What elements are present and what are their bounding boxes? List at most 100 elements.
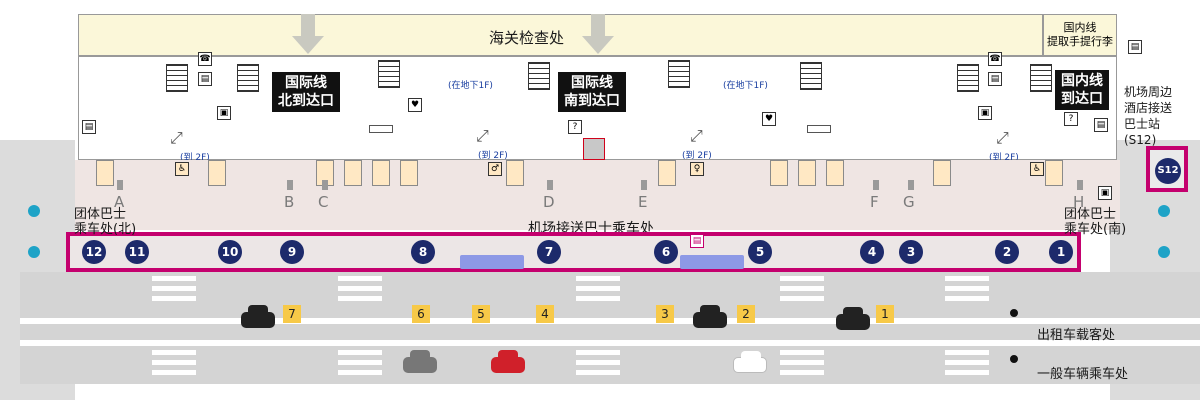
bus-stop-11[interactable]: 11 <box>125 240 149 264</box>
gate-h: H <box>1073 193 1085 211</box>
exit-intl-south[interactable]: 国际线 南到达口 <box>558 72 626 112</box>
bus-stop-12[interactable]: 12 <box>82 240 106 264</box>
group-bus-south-line1: 团体巴士 <box>1064 207 1117 222</box>
s12-stop-frame[interactable]: S12 <box>1146 146 1188 192</box>
escalator-icon: ⤢ <box>690 126 703 145</box>
exit-intl-north-line1: 国际线 <box>285 75 327 91</box>
gate-c: C <box>318 193 329 211</box>
atm-icon: ▣ <box>217 106 231 120</box>
domestic-claim-line2: 提取手提行李 <box>1047 35 1113 48</box>
staircase-icon <box>237 64 259 92</box>
escalator-to-2f-label: (到 2F) <box>989 153 1019 163</box>
phone-icon: ☎ <box>988 52 1002 66</box>
aed-icon: ♥ <box>408 98 422 112</box>
bus-stop-9[interactable]: 9 <box>280 240 304 264</box>
car-icon <box>733 351 767 373</box>
escalator-icon: ⤢ <box>170 128 183 147</box>
exit-domestic[interactable]: 国内线 到达口 <box>1055 70 1109 110</box>
staircase-icon <box>1030 64 1052 92</box>
crosswalk <box>152 350 196 380</box>
bus-icon <box>460 255 524 269</box>
restroom-icon: ♿ <box>1030 162 1044 176</box>
staircase-icon <box>800 62 822 90</box>
bus-stop-pole-icon <box>28 246 40 258</box>
locker-icon: ▤ <box>988 72 1002 86</box>
hotel-shuttle-line3: 巴士站 <box>1124 117 1161 131</box>
pillar <box>344 160 362 186</box>
exit-intl-north[interactable]: 国际线 北到达口 <box>272 72 340 112</box>
crosswalk <box>338 350 382 380</box>
gate-marker <box>287 180 293 190</box>
info-icon: ? <box>1064 112 1078 126</box>
bus-stop-pole-icon <box>1158 205 1170 217</box>
pillar <box>208 160 226 186</box>
bus-icon <box>680 255 744 269</box>
taxi-stand-4[interactable]: 4 <box>536 305 554 323</box>
lane-divider <box>20 318 1200 324</box>
pillar <box>1045 160 1063 186</box>
taxi-stand-2[interactable]: 2 <box>737 305 755 323</box>
bus-stop-2[interactable]: 2 <box>995 240 1019 264</box>
locker-icon: ▤ <box>82 120 96 134</box>
gate-marker <box>641 180 647 190</box>
restroom-icon: ♂ <box>488 162 502 176</box>
escalator-icon: ⤢ <box>996 128 1009 147</box>
group-bus-north-line2: 乘车处(北) <box>74 222 137 237</box>
taxi-stand-5[interactable]: 5 <box>472 305 490 323</box>
locker-icon: ▤ <box>198 72 212 86</box>
bus-stop-7[interactable]: 7 <box>537 240 561 264</box>
staircase-icon <box>378 60 400 88</box>
info-icon: ? <box>568 120 582 134</box>
taxi-stand-7[interactable]: 7 <box>283 305 301 323</box>
staircase-icon <box>957 64 979 92</box>
hotel-shuttle-line1: 机场周边 <box>1124 85 1173 99</box>
lane-divider <box>20 340 1200 346</box>
pillar <box>933 160 951 186</box>
flow-arrow-stem <box>301 14 315 36</box>
staircase-icon <box>166 64 188 92</box>
counter <box>369 125 393 133</box>
taxi-stand-3[interactable]: 3 <box>656 305 674 323</box>
bus-stop-1[interactable]: 1 <box>1049 240 1073 264</box>
pillar <box>826 160 844 186</box>
crosswalk <box>780 350 824 380</box>
bus-stop-4[interactable]: 4 <box>860 240 884 264</box>
bus-stop-6[interactable]: 6 <box>654 240 678 264</box>
phone-icon: ☎ <box>198 52 212 66</box>
gate-marker <box>322 180 328 190</box>
flow-down-arrow-icon <box>292 36 324 54</box>
taxi-stand-6[interactable]: 6 <box>412 305 430 323</box>
taxi-label: 出租车载客处 <box>1037 328 1116 343</box>
s12-badge: S12 <box>1155 158 1181 184</box>
bus-stop-8[interactable]: 8 <box>411 240 435 264</box>
escalator-to-2f-label: (到 2F) <box>682 151 712 161</box>
group-bus-north: 团体巴士 乘车处(北) <box>74 207 136 237</box>
crosswalk <box>780 276 824 306</box>
pillar <box>506 160 524 186</box>
bus-stop-sign-icon: ▣ <box>1098 186 1112 200</box>
gate-b: B <box>284 193 295 211</box>
bus-stop-10[interactable]: 10 <box>218 240 242 264</box>
crosswalk <box>945 350 989 380</box>
exit-domestic-line2: 到达口 <box>1061 91 1103 107</box>
crosswalk <box>945 276 989 306</box>
bus-stop-pole-icon <box>28 205 40 217</box>
crosswalk <box>576 276 620 306</box>
restroom-icon: ♿ <box>175 162 189 176</box>
crosswalk <box>338 276 382 306</box>
service-booth <box>583 138 605 160</box>
exit-intl-south-line1: 国际线 <box>571 75 613 91</box>
bus-stop-3[interactable]: 3 <box>899 240 923 264</box>
gate-marker <box>873 180 879 190</box>
escalator-to-2f-label: (到 2F) <box>478 151 508 161</box>
crosswalk <box>152 276 196 306</box>
customs-label: 海关检查处 <box>489 29 565 47</box>
pillar <box>372 160 390 186</box>
domestic-baggage-claim: 国内线 提取手提行李 <box>1043 14 1117 56</box>
bus-stop-5[interactable]: 5 <box>748 240 772 264</box>
baggage-icon: ▤ <box>1128 40 1142 54</box>
taxi-stand-1[interactable]: 1 <box>876 305 894 323</box>
gate-marker <box>908 180 914 190</box>
exit-intl-south-line2: 南到达口 <box>564 93 620 109</box>
gate-marker <box>547 180 553 190</box>
